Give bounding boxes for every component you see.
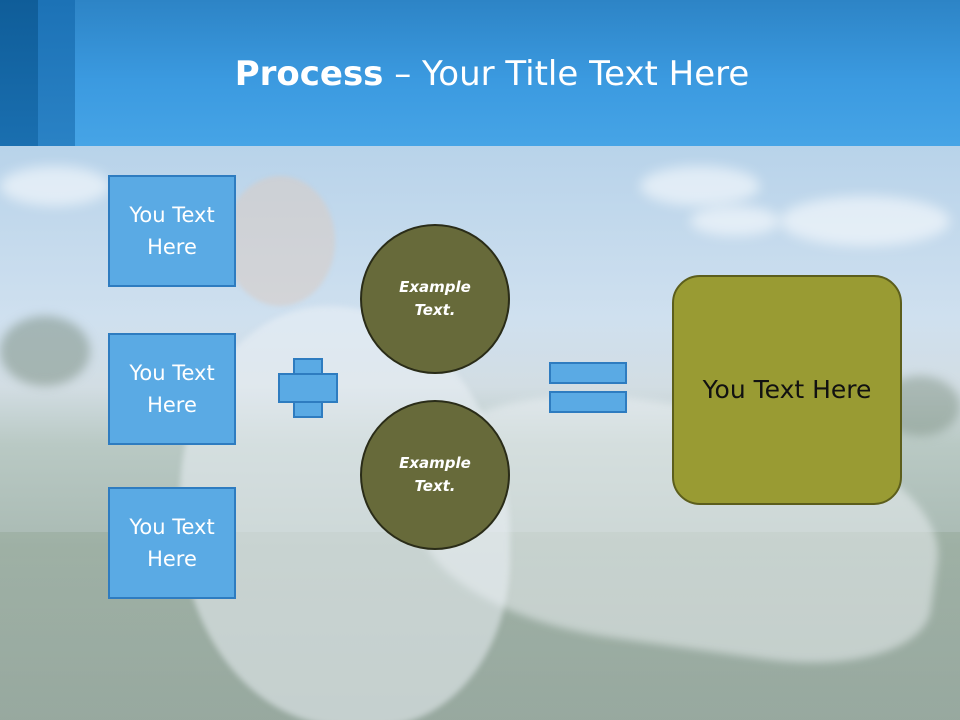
input-box-3[interactable]: You Text Here [108, 487, 236, 599]
input-box-label: You Text Here [117, 511, 227, 575]
equals-icon-bar-top [549, 362, 627, 384]
example-circle-1[interactable]: Example Text. [360, 224, 510, 374]
plus-icon-center [295, 375, 321, 401]
slide-title-bold: Process [235, 54, 384, 94]
circle-label: Example Text. [390, 452, 480, 498]
slide-title-rest: – Your Title Text Here [383, 54, 749, 94]
cloud [640, 166, 760, 206]
result-label: You Text Here [703, 374, 872, 406]
tree [0, 316, 90, 386]
example-circle-2[interactable]: Example Text. [360, 400, 510, 550]
cloud [690, 206, 780, 236]
input-box-label: You Text Here [117, 357, 227, 421]
input-box-1[interactable]: You Text Here [108, 175, 236, 287]
person-head [225, 176, 335, 306]
slide-title[interactable]: Process – Your Title Text Here [0, 52, 960, 96]
equals-icon-bar-bottom [549, 391, 627, 413]
cloud [780, 196, 950, 246]
cloud [0, 166, 110, 206]
header-band: Process – Your Title Text Here [0, 0, 960, 146]
input-box-2[interactable]: You Text Here [108, 333, 236, 445]
circle-label: Example Text. [390, 276, 480, 322]
result-box[interactable]: You Text Here [672, 275, 902, 505]
input-box-label: You Text Here [117, 199, 227, 263]
